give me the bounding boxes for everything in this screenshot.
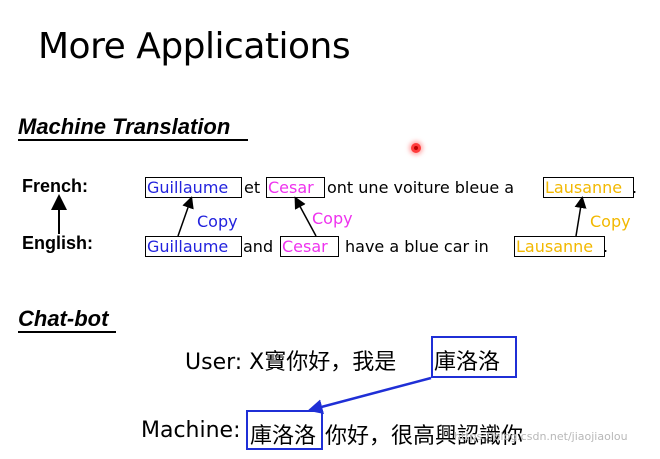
user-utterance: User: X寶你好，我是 — [185, 350, 397, 375]
user-name: 庫洛洛 — [434, 350, 501, 375]
copy-arrow-guillaume — [177, 196, 194, 237]
heading-underline — [18, 331, 116, 333]
slide-title: More Applications — [38, 26, 351, 67]
copy-label-blue: Copy — [197, 212, 238, 231]
english-text: have a blue car in — [345, 237, 489, 256]
english-text: . — [603, 237, 609, 256]
heading-underline — [18, 139, 248, 141]
english-word-cesar: Cesar — [280, 236, 339, 257]
watermark: https://blog.csdn.net/jiaojiaolou — [454, 430, 628, 443]
french-text: ont une voiture bleue a — [327, 178, 515, 197]
user-name-highlight-box — [431, 336, 517, 378]
machine-name: 庫洛洛 — [250, 424, 317, 449]
french-text: . — [632, 178, 638, 197]
copy-arrow-lausanne — [574, 196, 587, 237]
french-text: et — [244, 178, 261, 197]
section-heading-translation: Machine Translation — [18, 114, 231, 139]
french-label: French: — [22, 176, 89, 196]
copy-label-magenta: Copy — [312, 209, 353, 228]
machine-reply: 你好，很高興認識你 — [325, 424, 524, 449]
french-word-lausanne: Lausanne — [543, 177, 634, 198]
machine-name-highlight-box — [246, 410, 323, 450]
english-word-lausanne: Lausanne — [514, 236, 605, 257]
laser-pointer-dot — [411, 143, 421, 153]
english-word-guillaume: Guillaume — [145, 236, 242, 257]
english-label: English: — [22, 233, 93, 253]
chatbot-copy-arrow — [307, 376, 432, 415]
english-text: and — [243, 237, 274, 256]
copy-arrow-cesar — [294, 196, 317, 237]
copy-label-gold: Copy — [590, 212, 631, 231]
section-heading-chatbot: Chat-bot — [18, 306, 109, 331]
machine-prefix: Machine: — [141, 418, 241, 443]
